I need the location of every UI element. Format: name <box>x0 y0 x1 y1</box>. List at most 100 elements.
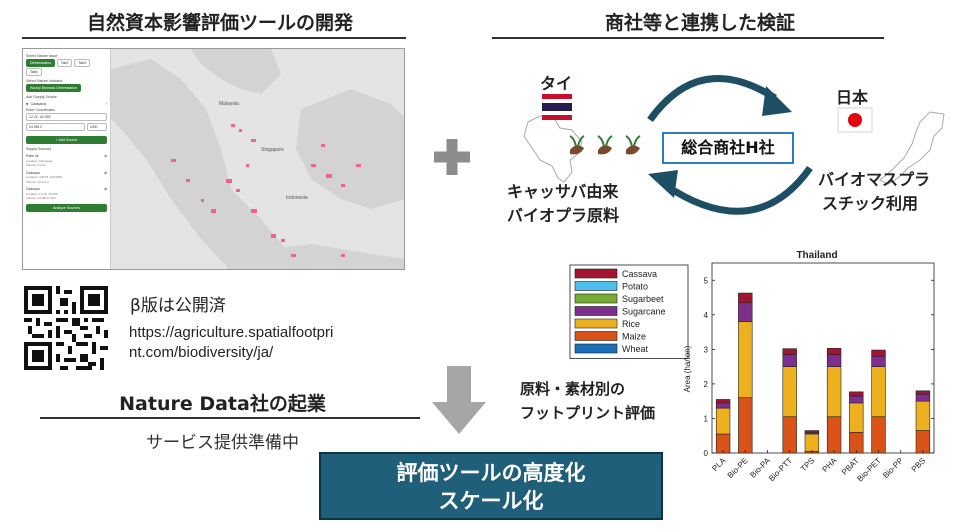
bar-segment <box>826 354 842 367</box>
bar-segment <box>804 433 820 452</box>
bar-segment <box>738 321 753 399</box>
bar-segment <box>915 393 931 402</box>
map-label: Indonesia <box>286 195 308 201</box>
select-nature-issue-label: Select Nature Issue <box>26 54 58 58</box>
x-tick-label: Bio-PET <box>855 456 883 484</box>
legend-swatch <box>574 343 618 354</box>
bar-segment <box>782 366 797 418</box>
deforestation-map[interactable]: Malaysia Singapore Indonesia <box>111 49 405 270</box>
x-tick-label: TPS <box>799 456 816 473</box>
remove-icon[interactable]: ⊗ <box>104 187 107 191</box>
tool-url-line2[interactable]: nt.com/biodiversity/ja/ <box>129 344 274 361</box>
x-tick-label: Bio-PP <box>881 456 905 480</box>
cassava-material-line2: バイオプラ原料 <box>507 206 620 225</box>
bar-segment <box>715 407 731 435</box>
issue-tab-4[interactable]: Tab4 <box>26 68 42 76</box>
legend-label: Rice <box>622 319 640 329</box>
add-supply-source-label: Add Supply Source <box>26 95 57 99</box>
footprint-evaluation-text: 原料・素材別の フットプリント評価 <box>520 377 655 425</box>
bar-segment <box>782 348 797 355</box>
bar-segment <box>849 431 864 454</box>
volume-input[interactable]: 24.9813 <box>26 123 85 131</box>
indicator-chip[interactable]: Woody Biomass Deforestation <box>26 84 82 92</box>
bar-segment <box>782 354 797 367</box>
chart-legend: CassavaPotatoSugarbeetSugarcaneRiceMaize… <box>569 264 689 359</box>
source-volume: Volume: 12.9 ton <box>26 179 49 184</box>
bar-segment <box>782 416 797 454</box>
coordinates-input[interactable]: 12.22, 40.255 <box>26 113 107 121</box>
bar-segment <box>915 390 931 395</box>
source-name: Cassava <box>26 187 40 191</box>
x-tick-label: PLA <box>710 456 728 474</box>
y-tick-label: 0 <box>704 449 709 458</box>
bar-segment <box>871 355 886 367</box>
advancement-scaling-box: 評価ツールの高度化 スケール化 <box>319 452 663 520</box>
issue-tab-2[interactable]: Tab2 <box>56 59 73 67</box>
thailand-flag-icon <box>542 94 572 120</box>
qr-code-icon[interactable] <box>24 286 108 370</box>
chevron-right-icon: › <box>105 101 107 106</box>
x-tick-label: PHA <box>821 456 839 474</box>
bar-segment <box>871 349 886 357</box>
leaf-icon: ● <box>26 101 29 106</box>
bar-segment <box>826 416 842 454</box>
bar-segment <box>738 292 753 304</box>
legend-label: Potato <box>622 282 648 292</box>
legend-swatch <box>574 268 618 279</box>
legend-swatch <box>574 281 618 291</box>
bar-segment <box>738 397 753 454</box>
left-title-rule <box>22 37 406 39</box>
crop-select[interactable]: ● Cassava › <box>26 101 107 106</box>
bar-segment <box>871 416 886 454</box>
unit-select[interactable]: USD <box>87 123 107 131</box>
y-tick-label: 2 <box>704 380 709 389</box>
down-arrow-icon <box>432 366 486 434</box>
y-tick-label: 1 <box>704 414 709 423</box>
right-title-rule <box>492 37 884 39</box>
add-source-button[interactable]: + Add Source <box>26 136 107 144</box>
issue-tab-deforestation[interactable]: Deforestation <box>26 59 55 67</box>
legend-label: Wheat <box>622 344 649 354</box>
source-name: Palm oil <box>26 154 39 158</box>
bar-segment <box>715 399 731 404</box>
legend-swatch <box>574 331 618 341</box>
issue-tab-3[interactable]: Tab3 <box>74 59 91 67</box>
bar-segment <box>849 391 864 397</box>
x-tick-label: PBS <box>910 456 928 474</box>
y-tick-label: 4 <box>704 311 709 320</box>
cassava-icon <box>569 135 641 155</box>
bar-segment <box>849 402 864 433</box>
diagram-graphics <box>523 75 945 215</box>
bar-segment <box>915 400 931 431</box>
legend-label: Sugarbeet <box>622 294 664 304</box>
source-location: Location: Indonesia <box>26 158 53 163</box>
crop-select-value: Cassava <box>30 101 46 106</box>
legend-swatch <box>574 306 618 316</box>
japan-label: 日本 <box>836 88 869 107</box>
map-label: Singapore <box>261 147 284 153</box>
analyze-sources-button[interactable]: Analyze Sources <box>26 203 107 212</box>
tool-url-line1[interactable]: https://agriculture.spatialfootpri <box>129 324 334 341</box>
beta-released-text: β版は公開済 <box>130 296 226 316</box>
bar-segment <box>915 430 931 454</box>
remove-icon[interactable]: ⊗ <box>104 154 107 158</box>
select-nature-indicator-label: Select Nature Indicator <box>26 79 63 83</box>
footprint-line2: フットプリント評価 <box>520 404 656 422</box>
legend-label: Cassava <box>622 269 657 279</box>
bar-segment <box>715 402 731 409</box>
remove-icon[interactable]: ⊗ <box>104 170 107 175</box>
x-tick-label: Bio-PTT <box>767 456 794 483</box>
map-label: Malaysia <box>219 101 239 107</box>
verification-title: 商社等と連携した検証 <box>604 12 795 34</box>
bar-segment <box>826 366 842 418</box>
bar-segment <box>804 430 820 433</box>
source-volume: Volume: 24.9813 USD <box>26 196 56 200</box>
startup-title: Nature Data社の起業 <box>119 393 326 415</box>
